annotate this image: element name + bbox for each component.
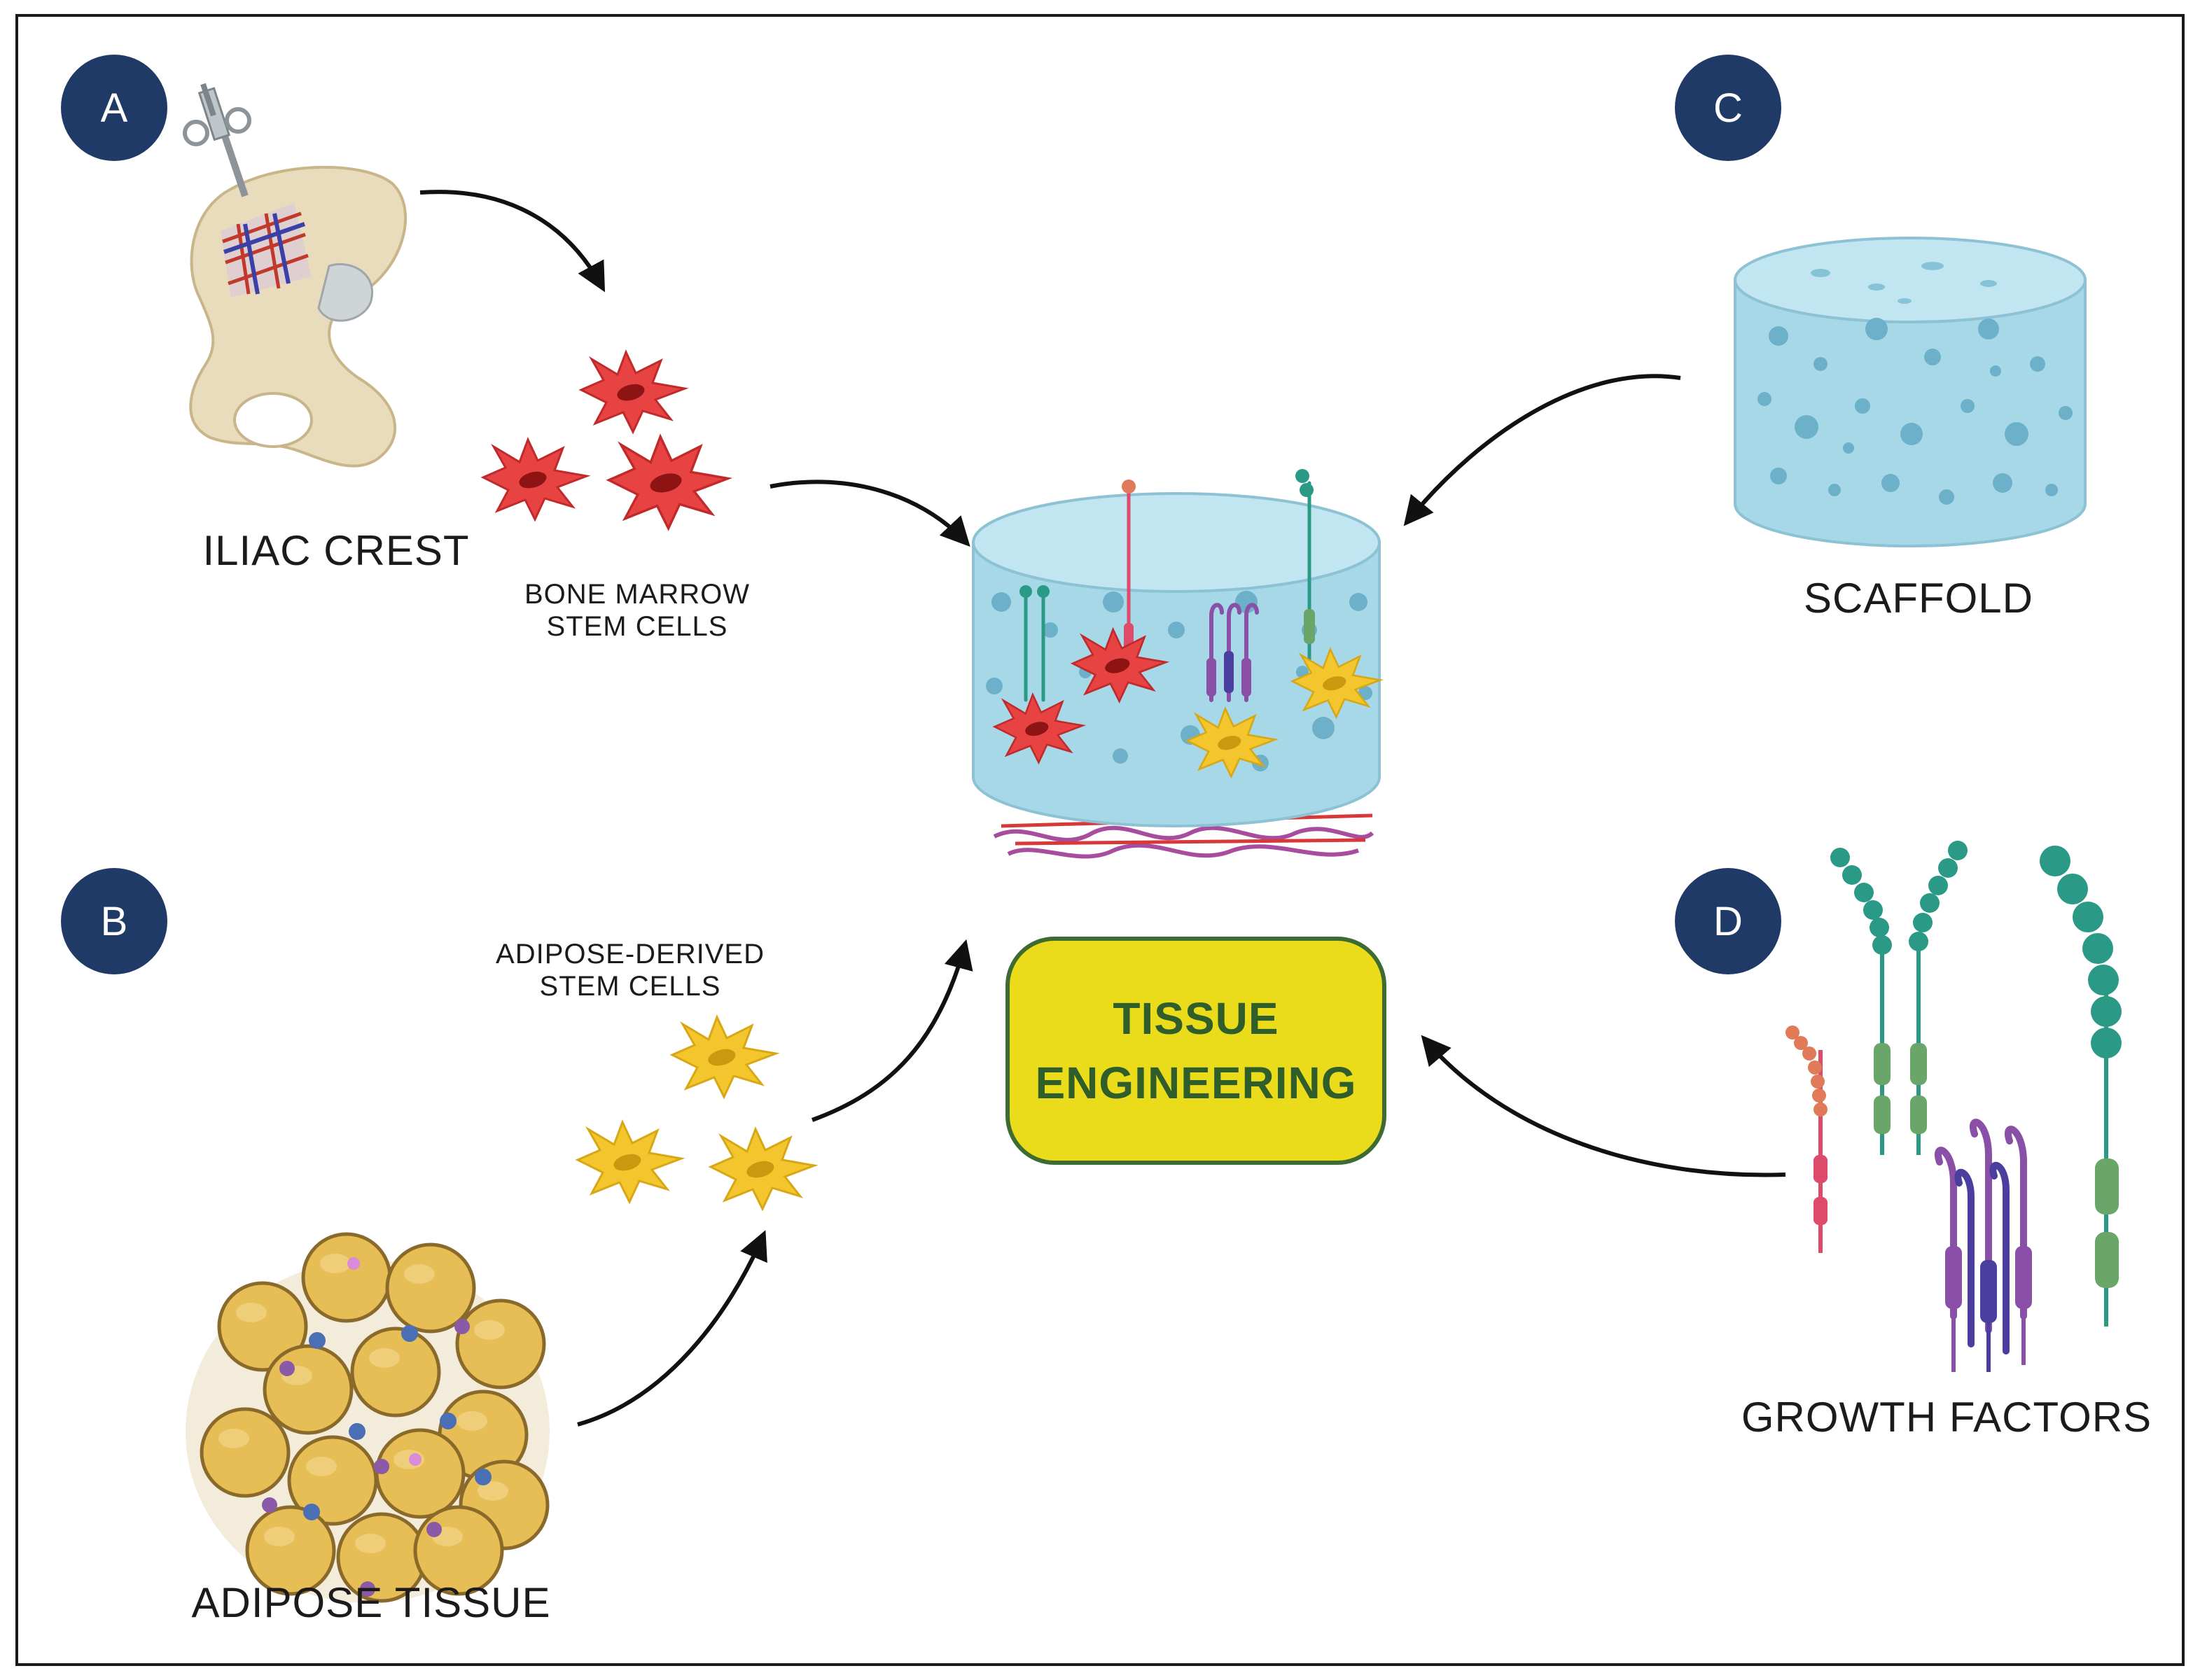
arrow-icon xyxy=(770,479,970,547)
arrow-icon xyxy=(1403,374,1681,526)
label-adipose-line1: ADIPOSE-DERIVED xyxy=(496,939,765,969)
pelvis-bone-icon xyxy=(189,166,408,468)
growth-factor-icon xyxy=(1785,841,2122,1372)
label-scaffold: SCAFFOLD xyxy=(1803,575,2034,622)
arrow-icon xyxy=(1421,1035,1786,1177)
label-growth-factors: GROWTH FACTORS xyxy=(1741,1394,2152,1441)
label-adipose-derived-stem-cells: ADIPOSE-DERIVED STEM CELLS xyxy=(476,938,784,1002)
syringe-icon xyxy=(183,83,251,197)
center-line1: TISSUE xyxy=(1113,993,1279,1044)
stem-cell-icon xyxy=(576,1121,683,1203)
label-iliac-crest: ILIAC CREST xyxy=(202,527,470,574)
badge-a: A xyxy=(61,55,167,161)
diagram-frame xyxy=(15,14,2185,1666)
stem-cell-icon xyxy=(671,1016,777,1098)
label-bm-line1: BONE MARROW xyxy=(524,579,751,610)
arrow-icon xyxy=(419,190,1786,1427)
stem-cell-icon xyxy=(607,435,730,530)
label-adipose-line2: STEM CELLS xyxy=(539,971,721,1002)
badge-c: C xyxy=(1675,55,1781,161)
bm-stem-cell-group xyxy=(482,351,730,530)
stem-cell-icon xyxy=(580,351,686,433)
center-line2: ENGINEERING xyxy=(1035,1058,1357,1108)
badge-b: B xyxy=(61,868,167,974)
tissue-engineering-box: TISSUE ENGINEERING xyxy=(1005,937,1386,1165)
arrow-icon xyxy=(811,939,973,1122)
arrow-icon xyxy=(419,190,606,293)
label-bm-line2: STEM CELLS xyxy=(546,611,728,642)
stem-cell-icon xyxy=(709,1128,816,1210)
stem-cell-icon xyxy=(482,438,588,521)
label-adipose-tissue: ADIPOSE TISSUE xyxy=(191,1579,551,1626)
scaffold-icon xyxy=(1734,237,2087,547)
arrow-icon xyxy=(577,1230,767,1427)
adipose-tissue-icon xyxy=(186,1234,550,1603)
adipose-stem-cell-group xyxy=(576,1016,816,1210)
engineered-construct xyxy=(972,469,1381,859)
label-bone-marrow-stem-cells: BONE MARROW STEM CELLS xyxy=(497,578,777,643)
badge-d: D xyxy=(1675,868,1781,974)
